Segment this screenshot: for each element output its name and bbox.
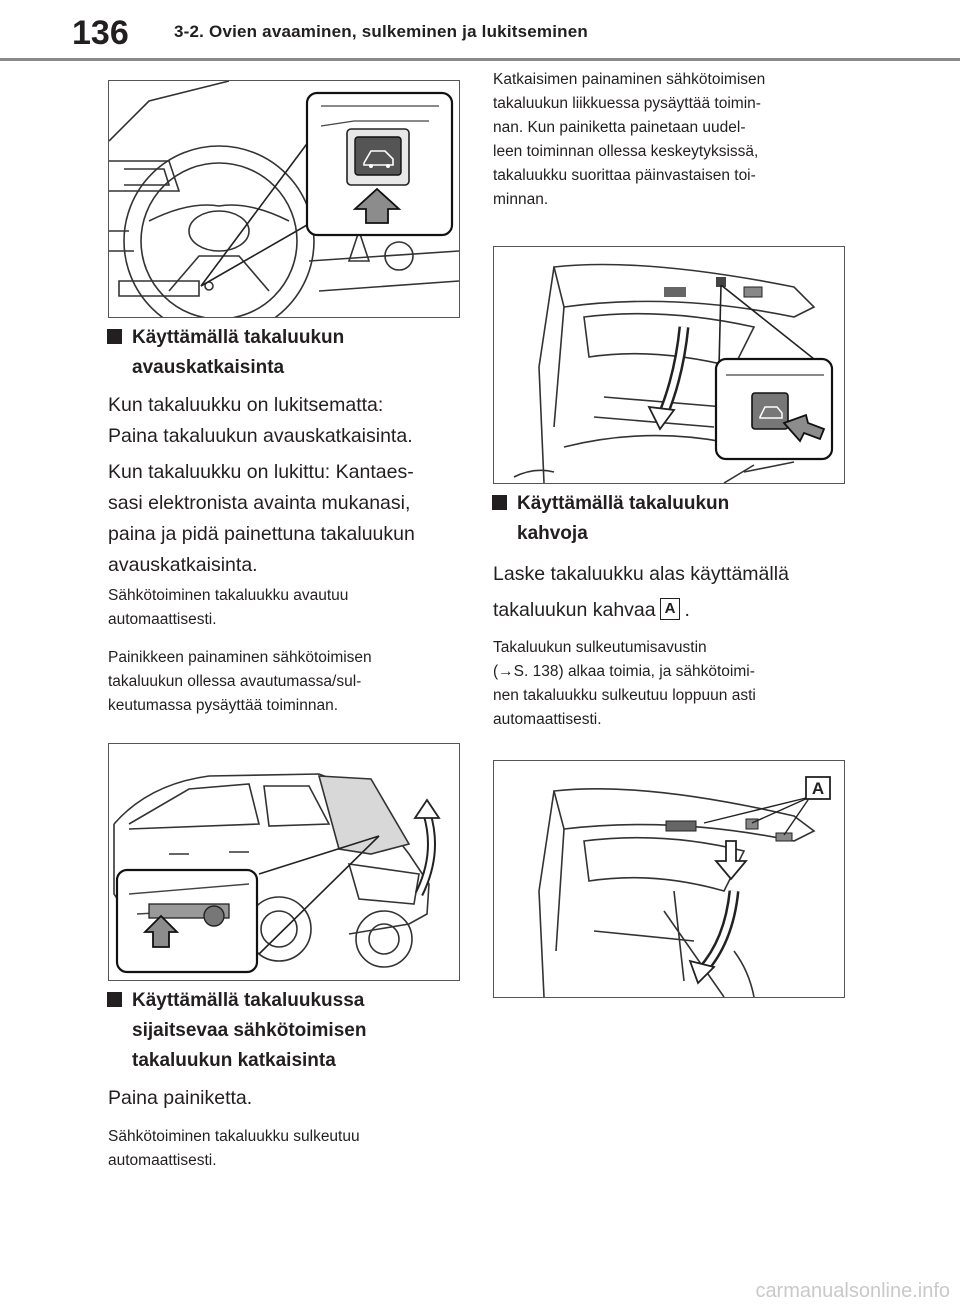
paragraph-lower-tailgate: Laske takaluukku alas käyttämällä takalu… [493, 563, 789, 621]
figure-tailgate-handles: A [493, 760, 845, 998]
heading-open-switch: Käyttämällä takaluukun avauskatkaisinta [107, 323, 344, 383]
heading-handles: Käyttämällä takaluukun kahvoja [492, 489, 729, 549]
tailgate-handles-illustration: A [538, 776, 831, 997]
note-closing-assist: Takaluukun sulkeutumisavustin (→S. 138) … [493, 639, 756, 728]
paragraph-press-button: Paina painiketta. [108, 1087, 253, 1109]
figure-open-tailgate-switch [493, 246, 845, 484]
header-divider [0, 58, 960, 61]
figure-label-a: A [812, 779, 824, 798]
note-opens-automatically: Sähkötoiminen takaluukku avautuu automaa… [108, 587, 349, 628]
car-rear-illustration [113, 773, 441, 974]
label-a-box [805, 776, 831, 800]
label-a-badge: A [659, 598, 681, 620]
note-stop-operation: Painikkeen painaminen sähkötoimisen taka… [108, 649, 372, 714]
figure-dashboard-switch [108, 80, 460, 318]
figure-car-rear [108, 743, 460, 981]
paragraph-locked: Kun takaluukku on lukittu: Kantaes- sasi… [108, 461, 415, 576]
heading-tailgate-switch: Käyttämällä takaluukussa sijaitsevaa säh… [107, 986, 366, 1076]
paragraph-unlocked: Kun takaluukku on lukitsematta: Paina ta… [108, 394, 413, 447]
bullet-square-icon [107, 992, 122, 1007]
open-tailgate-illustration [513, 263, 834, 483]
dashboard-illustration [109, 81, 459, 317]
note-closes-automatically: Sähkötoiminen takaluukku sulkeutuu autom… [108, 1128, 360, 1169]
section-title: 3-2. Ovien avaaminen, sulkeminen ja luki… [174, 22, 588, 41]
bullet-square-icon [492, 495, 507, 510]
watermark: carmanualsonline.info [755, 1280, 950, 1302]
page-number: 136 [72, 14, 129, 52]
note-reverse-operation: Katkaisimen painaminen sähkötoimisen tak… [493, 71, 766, 208]
bullet-square-icon [107, 329, 122, 344]
